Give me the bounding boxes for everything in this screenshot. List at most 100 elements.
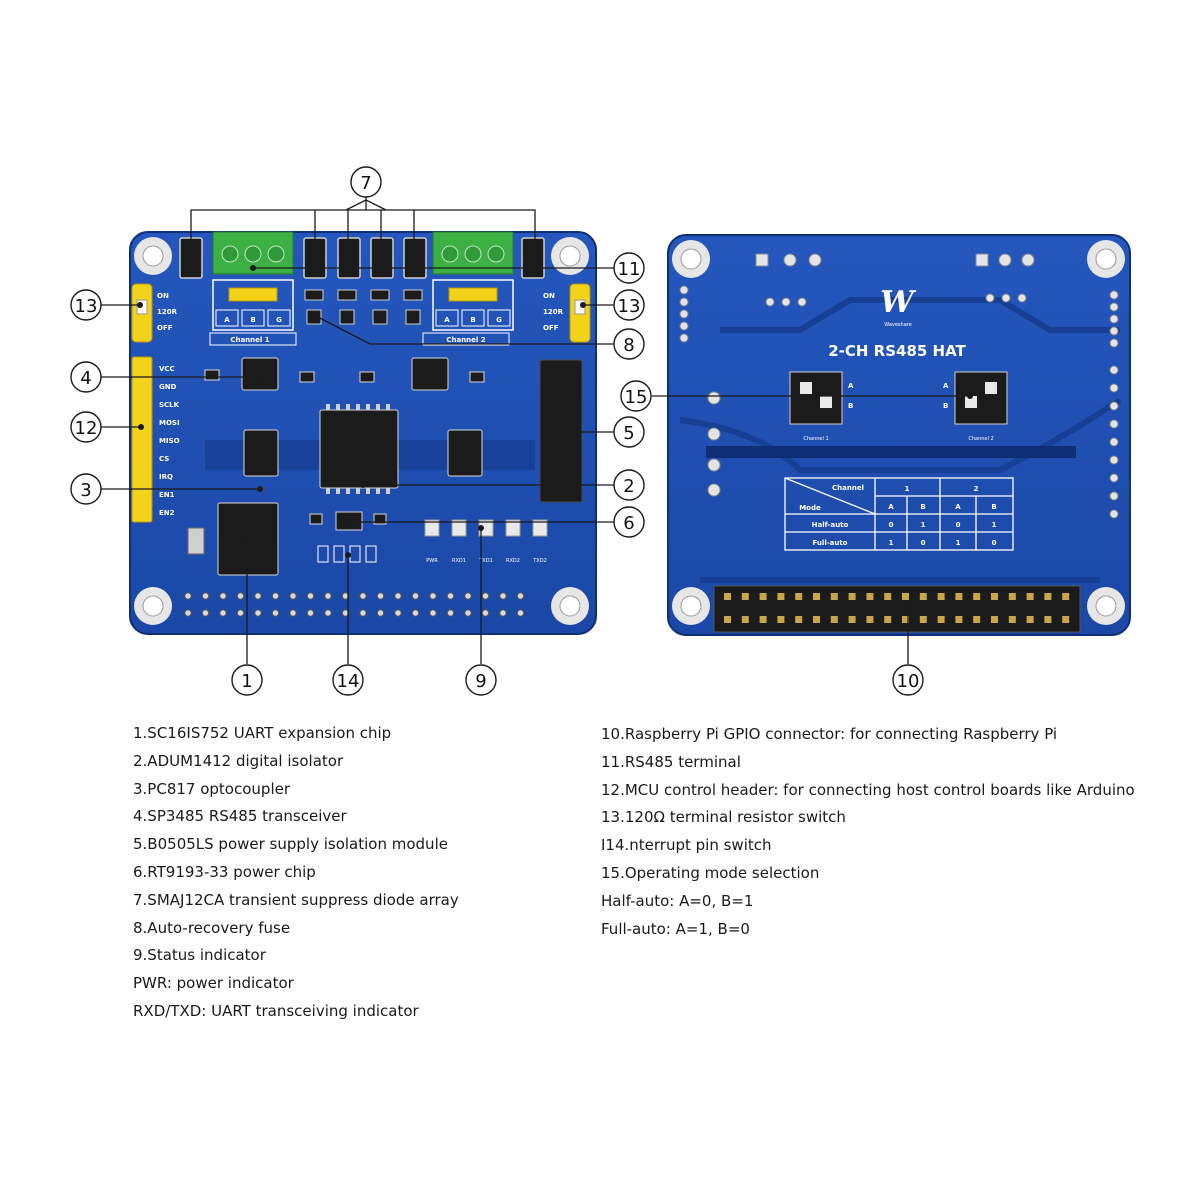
led-txd1: TXD1: [478, 558, 493, 564]
back-pcb: [667, 234, 1131, 636]
callout-11: 11: [613, 252, 645, 284]
legend-item: 6.RT9193-33 power chip: [133, 862, 316, 881]
gpio-pin: [1044, 593, 1052, 600]
legend-item: 7.SMAJ12CA transient suppress diode arra…: [133, 890, 459, 909]
callout-9: 9: [465, 664, 497, 696]
gpio-pin: [937, 616, 945, 623]
gpio-pin: [813, 593, 820, 600]
gpio-pad: [429, 609, 437, 617]
back-solder-points: [707, 253, 1035, 497]
mode-switch-ch2: A B Channel 2: [943, 371, 1008, 442]
table-cell: 0: [921, 539, 926, 547]
gpio-pin: [919, 616, 927, 623]
pin-cs: CS: [159, 455, 169, 463]
back-side-pads: [679, 285, 1119, 519]
interrupt-pin-switch: [317, 545, 377, 563]
switch-120r-right: 120R: [543, 308, 564, 316]
table-cell: 0: [889, 521, 894, 529]
gpio-pads-front: [184, 592, 525, 617]
gpio-pad: [254, 592, 262, 600]
table-col-b2: B: [991, 503, 996, 511]
side-pad: [1109, 314, 1119, 324]
callout-8: 8: [613, 328, 645, 360]
gpio-pad: [201, 592, 210, 600]
table-channel-1: 1: [905, 485, 910, 493]
gpio-pad: [376, 592, 385, 600]
side-pad: [679, 297, 689, 307]
svg-text:9: 9: [475, 671, 486, 692]
svg-text:13: 13: [75, 296, 98, 317]
gpio-pad: [236, 609, 245, 617]
pc817-optocouplers: [243, 429, 483, 477]
side-pad: [679, 321, 689, 331]
led-rxd1: RXD1: [452, 558, 466, 564]
gpio-pad: [254, 609, 262, 617]
side-pad: [1109, 365, 1119, 375]
gpio-pin: [937, 593, 945, 600]
legend-right: 10.Raspberry Pi GPIO connector: for conn…: [601, 721, 1135, 943]
gpio-pin: [777, 616, 785, 623]
switch-off-left: OFF: [157, 324, 173, 332]
side-pad: [1109, 509, 1119, 519]
legend-item: 11.RS485 terminal: [601, 752, 741, 771]
table-cell: 1: [889, 539, 894, 547]
gpio-pin: [991, 616, 998, 623]
gpio-pin: [848, 616, 856, 623]
gpio-pin: [724, 616, 731, 623]
legend-item: 8.Auto-recovery fuse: [133, 918, 291, 937]
gpio-pad: [499, 609, 507, 617]
gpio-pin: [884, 616, 892, 623]
gpio-pin: [777, 593, 785, 600]
gpio-pad: [429, 592, 437, 600]
gpio-pin: [973, 593, 981, 600]
adum-pins: [326, 404, 390, 494]
back-channel-1: Channel 1: [803, 436, 828, 442]
side-pad: [1109, 419, 1119, 429]
gpio-header-pins: [724, 593, 1070, 623]
table-cell: 0: [992, 539, 997, 547]
gpio-pad: [411, 609, 420, 617]
adum1412-chip: [319, 409, 399, 489]
board-title: 2-CH RS485 HAT: [828, 342, 966, 360]
gpio-pad: [516, 592, 525, 600]
svg-text:13: 13: [618, 296, 641, 317]
brand-text: Waveshare: [884, 322, 912, 328]
pad-g-ch2: G: [496, 316, 502, 324]
table-row-half-auto: Half-auto: [812, 521, 849, 529]
gpio-pin: [1008, 616, 1016, 623]
gpio-pin: [955, 616, 963, 623]
callout-6: 6: [613, 506, 645, 538]
callout-dots: [137, 265, 973, 610]
gpio-pad: [359, 592, 367, 600]
crystal: [187, 527, 205, 555]
mode-table-text: Channel Mode 1 2 A B A B Half-auto 0 1 0…: [799, 484, 996, 547]
gpio-pad: [394, 592, 402, 600]
resistor-switch-left: ON 120R OFF: [131, 283, 178, 343]
gpio-pad: [446, 609, 455, 617]
callout-3: 3: [70, 473, 102, 505]
pad-a-ch2: A: [444, 316, 450, 324]
gpio-pad: [446, 592, 455, 600]
svg-text:14: 14: [337, 671, 360, 692]
ch1-switch-a: A: [848, 382, 854, 390]
gpio-pad: [516, 609, 525, 617]
gpio-pin: [741, 616, 749, 623]
callout-12: 12: [70, 411, 102, 443]
gpio-pad: [184, 609, 192, 617]
callout-15: 15: [620, 380, 652, 412]
pad-b-ch1: B: [250, 316, 255, 324]
gpio-pin: [724, 593, 731, 600]
gpio-pad: [219, 592, 227, 600]
led-pwr: PWR: [426, 558, 438, 564]
gpio-pad: [271, 592, 280, 600]
led-txd2: TXD2: [532, 558, 547, 564]
gpio-pad: [324, 592, 332, 600]
waveshare-logo: W Waveshare: [880, 285, 917, 328]
gpio-pin: [759, 616, 767, 623]
table-channel-2: 2: [974, 485, 979, 493]
channel-2-label: Channel 2: [446, 336, 485, 344]
gpio-pad: [236, 592, 245, 600]
gpio-pad: [481, 592, 490, 600]
gpio-pin: [830, 616, 838, 623]
